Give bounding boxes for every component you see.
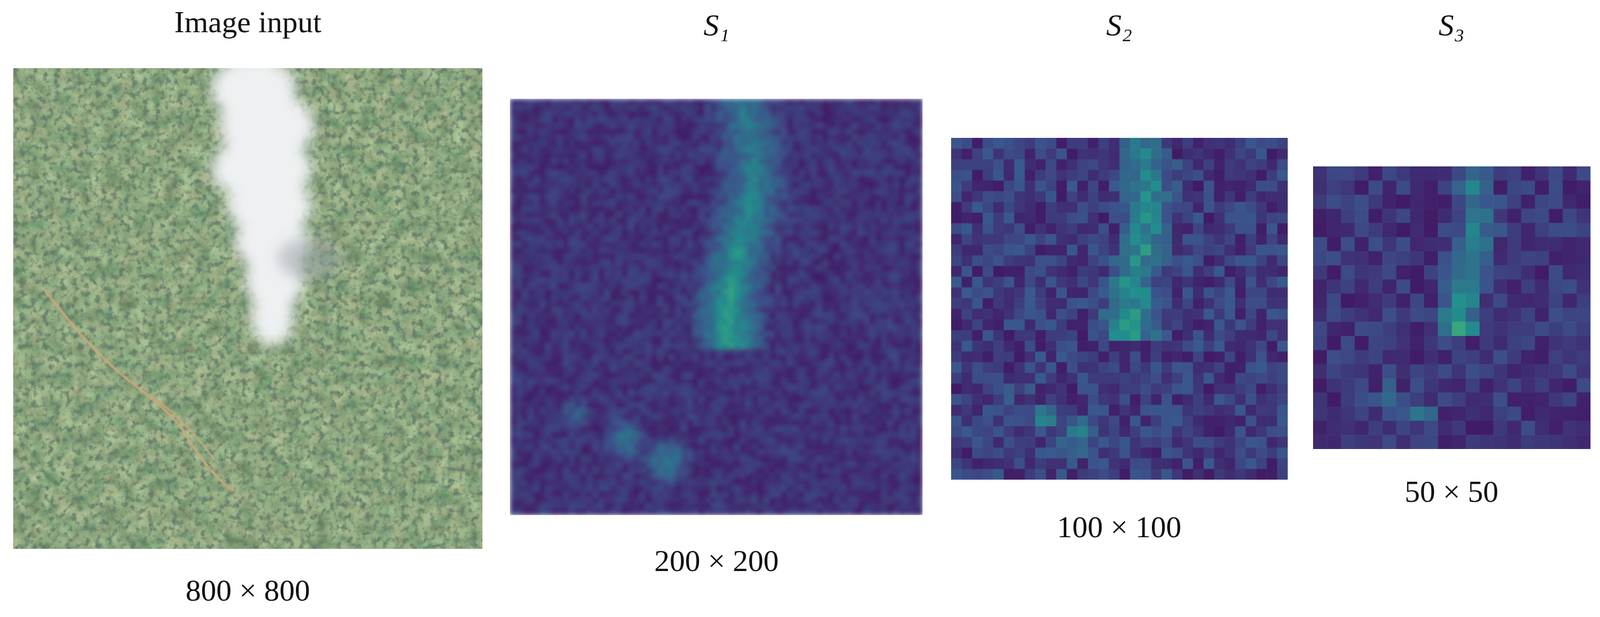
size-label: 800 × 800 bbox=[183, 573, 313, 609]
heatmap-cells bbox=[509, 98, 923, 516]
heatmap-cells bbox=[1313, 166, 1591, 450]
size-label: 200 × 200 bbox=[652, 543, 781, 580]
heatmap-s2 bbox=[951, 137, 1288, 480]
heatmap-cells bbox=[951, 137, 1288, 480]
size-label: 100 × 100 bbox=[1054, 509, 1184, 546]
panel-title: Image input bbox=[172, 4, 324, 41]
panel-title: S₃ bbox=[1436, 7, 1467, 44]
size-label: 50 × 50 bbox=[1402, 474, 1501, 510]
heatmap-s1 bbox=[509, 98, 923, 516]
panel-title: S₂ bbox=[1103, 7, 1134, 44]
input-photo bbox=[13, 68, 483, 550]
panel-title: S₁ bbox=[701, 7, 732, 44]
heatmap-s3 bbox=[1313, 166, 1591, 450]
